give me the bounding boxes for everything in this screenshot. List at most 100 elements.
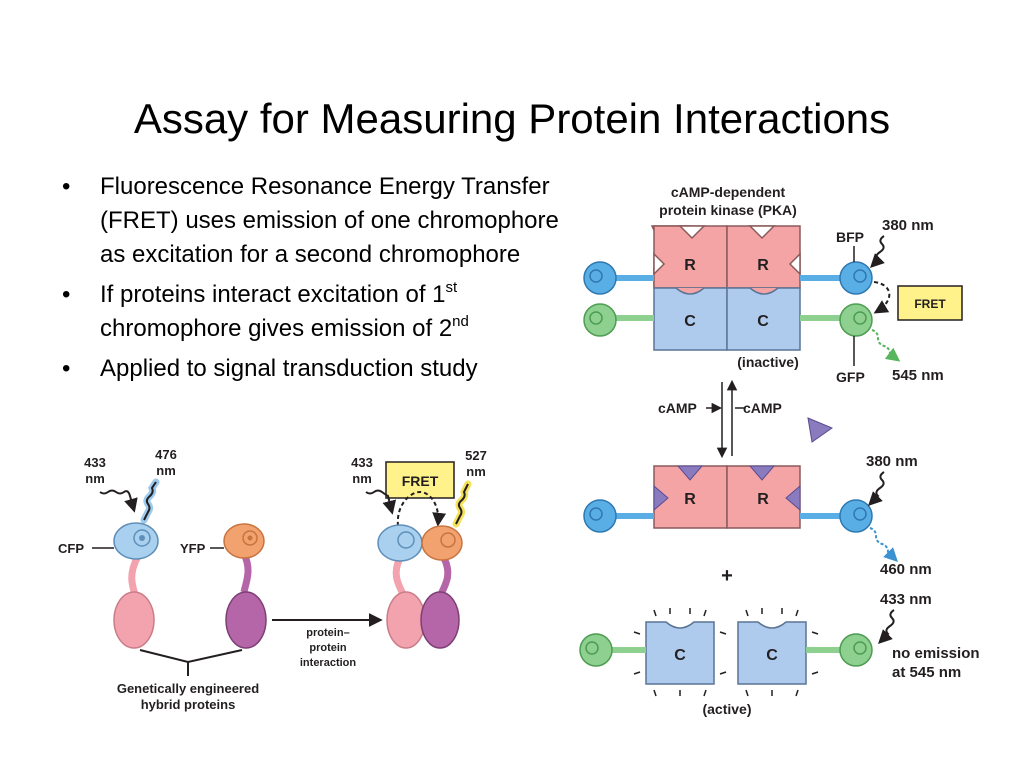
chromophore-swirl — [853, 641, 867, 655]
gfp-label: GFP — [836, 369, 865, 385]
chromophore-swirl — [139, 535, 145, 541]
fret-box — [897, 285, 963, 321]
fret-label: FRET — [914, 297, 946, 311]
pka-label: cAMP-dependent — [671, 184, 786, 200]
bfp-icon — [839, 261, 873, 295]
gfp-icon — [583, 303, 617, 337]
slide-title: Assay for Measuring Protein Interactions — [133, 95, 891, 143]
camp-label: cAMP — [743, 400, 782, 416]
camp-molecule-icon — [653, 484, 669, 512]
r-label: R — [757, 257, 769, 274]
active-label: (active) — [702, 701, 751, 717]
bfp-icon — [839, 499, 873, 533]
wavelength-label: 380 nm — [866, 453, 918, 470]
excitation-wave-icon — [870, 235, 885, 268]
caption: Genetically engineered — [117, 681, 259, 696]
cfp-chromophore-icon — [113, 522, 159, 560]
activity-rays — [633, 608, 819, 697]
inactive-label: (inactive) — [737, 354, 798, 370]
linker — [240, 552, 252, 593]
bracket — [139, 649, 243, 676]
wavelength-label: 545 nm — [892, 367, 944, 384]
chromophore-swirl — [589, 311, 603, 325]
pka-label: protein kinase (PKA) — [659, 202, 797, 218]
excitation-wave-icon — [868, 471, 885, 506]
protein-body — [225, 591, 267, 649]
gfp-icon — [839, 633, 873, 667]
camp-label: cAMP — [658, 400, 697, 416]
arrow-label: interaction — [300, 657, 357, 669]
superscript: nd — [452, 313, 469, 330]
bullet-item: Fluorescence Resonance Energy Transfer (… — [60, 170, 560, 272]
gfp-icon — [579, 633, 613, 667]
chromophore-swirl — [397, 531, 415, 549]
chromophore-swirl — [242, 530, 258, 546]
pka-diagram: cAMP-dependent protein kinase (PKA) R R … — [579, 184, 980, 717]
bullet-item: If proteins interact excitation of 1st c… — [60, 278, 560, 346]
protein-body — [420, 591, 460, 649]
bullet-text: If proteins interact excitation of 1 — [100, 281, 446, 308]
no-emission-label: no emission — [892, 645, 980, 662]
chromophore-swirl — [585, 641, 599, 655]
c-label: C — [684, 313, 696, 330]
bfp-label: BFP — [836, 229, 864, 245]
wavelength-label: nm — [466, 464, 486, 479]
cfp-chromophore-icon — [377, 524, 423, 562]
bullet-list: Fluorescence Resonance Energy Transfer (… — [60, 170, 560, 392]
linker — [436, 556, 452, 598]
c-subunit — [726, 287, 801, 351]
chromophore-swirl — [247, 535, 253, 541]
chromophore-swirl — [589, 269, 603, 283]
plus-sign: + — [721, 565, 733, 587]
bfp-icon — [583, 499, 617, 533]
subunit-interface — [675, 287, 779, 295]
wavelength-label: 433 — [84, 455, 106, 470]
chromophore-swirl — [853, 269, 867, 283]
binding-notch — [653, 225, 801, 276]
emission-wave-icon — [871, 329, 901, 362]
protein-body — [386, 591, 426, 649]
bullet-text: chromophore gives emission of 2 — [100, 315, 453, 342]
wavelength-label: 527 — [465, 448, 487, 463]
c-label: C — [766, 647, 778, 664]
energy-transfer-arrow — [873, 281, 891, 314]
emission-glow — [452, 480, 472, 528]
caption: hybrid proteins — [141, 697, 236, 712]
chromophore-swirl — [133, 529, 151, 547]
wavelength-label: nm — [352, 471, 372, 486]
chromophore-swirl — [853, 311, 867, 325]
linker — [392, 556, 408, 598]
protein-body — [113, 591, 155, 649]
bullet-text: Fluorescence Resonance Energy Transfer (… — [100, 173, 559, 268]
chromophore-swirl — [853, 507, 867, 521]
wavelength-label: 460 nm — [880, 561, 932, 578]
excitation-wave-icon — [878, 609, 895, 644]
fret-label: FRET — [402, 473, 439, 489]
bullet-item: Applied to signal transduction study — [60, 352, 560, 386]
camp-molecule-icon — [785, 484, 801, 512]
bullet-text: Applied to signal transduction study — [100, 355, 478, 382]
chromophore-swirl — [440, 532, 456, 548]
arrow-label: protein — [309, 642, 347, 654]
wavelength-label: 476 — [155, 447, 177, 462]
gfp-icon — [839, 303, 873, 337]
wavelength-label: 380 nm — [882, 217, 934, 234]
superscript: st — [445, 279, 458, 296]
emission-wave-icon — [869, 527, 898, 562]
camp-molecule-icon — [807, 417, 834, 443]
wavelength-label: 433 — [351, 455, 373, 470]
c-label: C — [674, 647, 686, 664]
cfp-yfp-diagram: 433 nm 476 nm CFP YFP Genetically engine… — [58, 447, 487, 712]
emission-wave-icon — [143, 481, 157, 521]
r-label: R — [684, 257, 696, 274]
wavelength-label: nm — [156, 463, 176, 478]
camp-molecule-icon — [676, 465, 704, 481]
bfp-icon — [583, 261, 617, 295]
excitation-wave-icon — [99, 489, 138, 513]
c-subunit — [645, 621, 715, 685]
energy-transfer-arrow — [396, 490, 447, 527]
chromophore-swirl — [589, 507, 603, 521]
emission-wave-icon — [455, 483, 469, 525]
wavelength-label: nm — [85, 471, 105, 486]
